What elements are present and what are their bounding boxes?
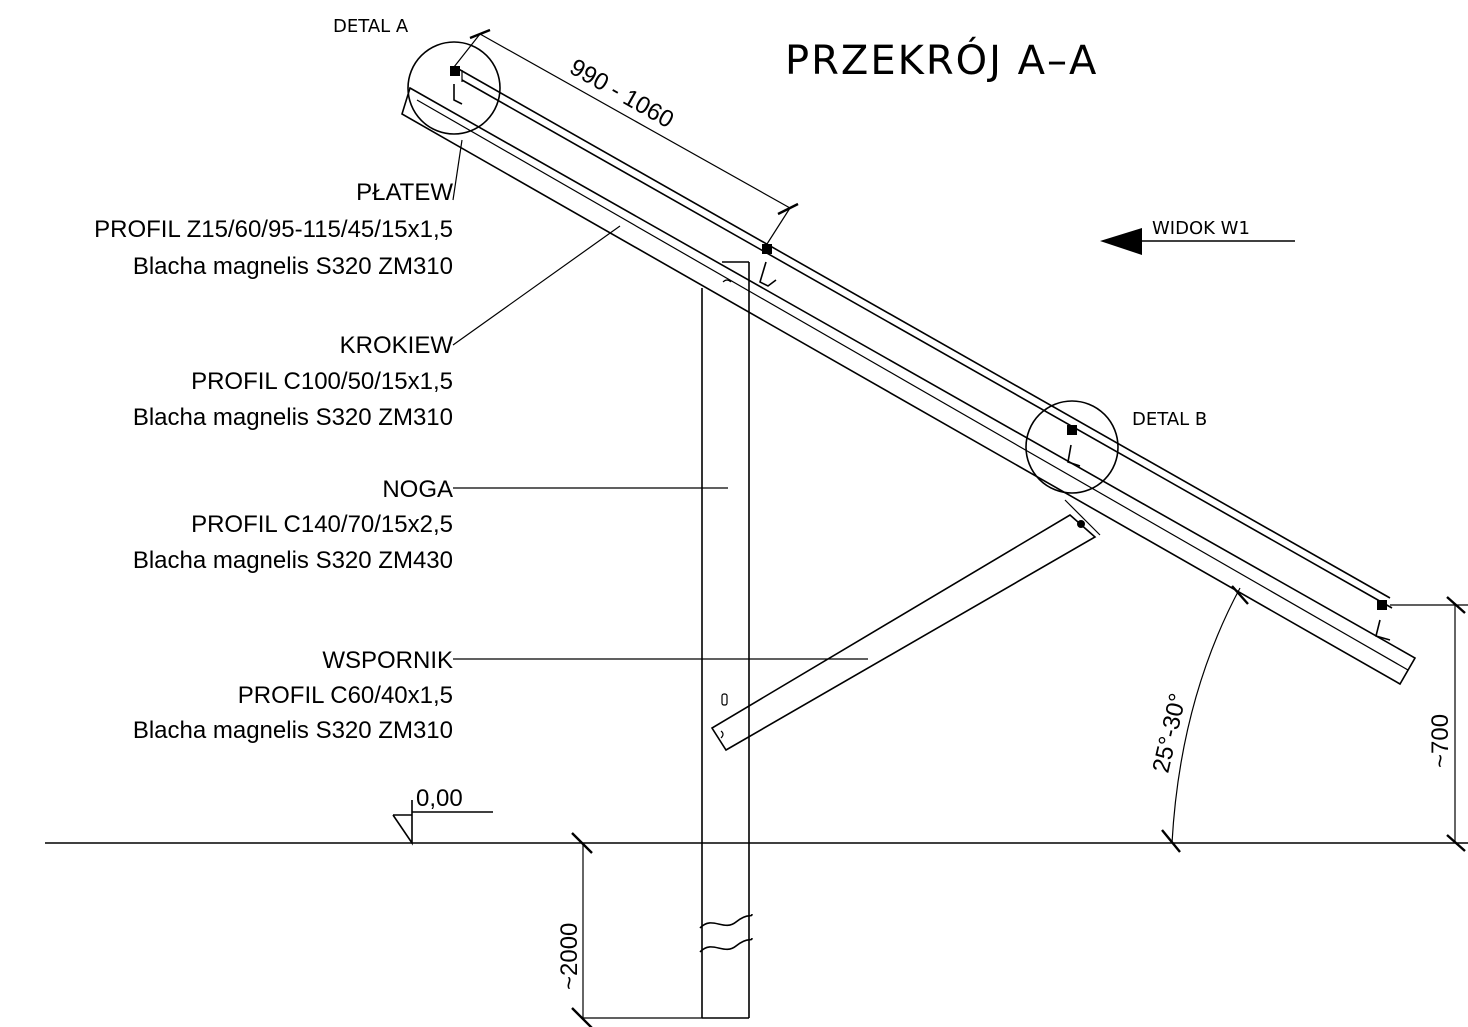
- leg-post: [699, 261, 753, 1019]
- purlin-detail-b: [1067, 425, 1081, 467]
- noga-profile: PROFIL C140/70/15x2,5: [191, 511, 453, 538]
- component-platew: PŁATEW PROFIL Z15/60/95-115/45/15x1,5 Bl…: [94, 179, 453, 280]
- view-arrow: WIDOK W1: [1100, 218, 1295, 255]
- platew-material: Blacha magnelis S320 ZM310: [133, 253, 453, 280]
- rafter-beam: [401, 86, 1417, 686]
- noga-material: Blacha magnelis S320 ZM430: [133, 547, 453, 574]
- height-dimension-text: ~700: [1427, 714, 1454, 768]
- height-dimension: ~700: [1390, 596, 1468, 852]
- purlin-bottom: [1375, 600, 1391, 641]
- wspornik-profile: PROFIL C60/40x1,5: [238, 682, 453, 709]
- view-label: WIDOK W1: [1152, 218, 1250, 239]
- krokiew-name: KROKIEW: [340, 332, 454, 359]
- detail-b-label: DETAL B: [1132, 409, 1207, 430]
- angle-dimension: 25°-30°: [1148, 585, 1249, 853]
- wspornik-name: WSPORNIK: [322, 647, 453, 674]
- span-dimension-text: 990 - 1060: [565, 54, 678, 134]
- leader-lines: [452, 139, 868, 660]
- depth-dimension: ~2000: [556, 832, 702, 1027]
- detail-a-circle: [407, 41, 501, 135]
- purlin-top: [450, 66, 463, 105]
- component-noga: NOGA PROFIL C140/70/15x2,5 Blacha magnel…: [133, 476, 453, 574]
- section-title: PRZEKRÓJ A–A: [785, 36, 1098, 84]
- krokiew-material: Blacha magnelis S320 ZM310: [133, 404, 453, 431]
- angle-dimension-text: 25°-30°: [1148, 691, 1192, 776]
- brace-strut: [710, 499, 1101, 752]
- level-label: 0,00: [416, 785, 463, 812]
- component-krokiew: KROKIEW PROFIL C100/50/15x1,5 Blacha mag…: [133, 332, 454, 431]
- level-marker: 0,00: [392, 785, 493, 846]
- depth-dimension-text: ~2000: [556, 923, 583, 990]
- span-dimension: 990 - 1060: [453, 28, 799, 245]
- platew-profile: PROFIL Z15/60/95-115/45/15x1,5: [94, 216, 453, 243]
- detail-a-label: DETAL A: [333, 16, 409, 37]
- detail-b-circle: [1025, 400, 1119, 494]
- noga-name: NOGA: [382, 476, 453, 503]
- krokiew-profile: PROFIL C100/50/15x1,5: [191, 368, 453, 395]
- component-wspornik: WSPORNIK PROFIL C60/40x1,5 Blacha magnel…: [133, 647, 453, 744]
- purlin-middle: [759, 244, 777, 287]
- wspornik-material: Blacha magnelis S320 ZM310: [133, 717, 453, 744]
- panel-module: [454, 66, 1393, 609]
- platew-name: PŁATEW: [356, 179, 453, 206]
